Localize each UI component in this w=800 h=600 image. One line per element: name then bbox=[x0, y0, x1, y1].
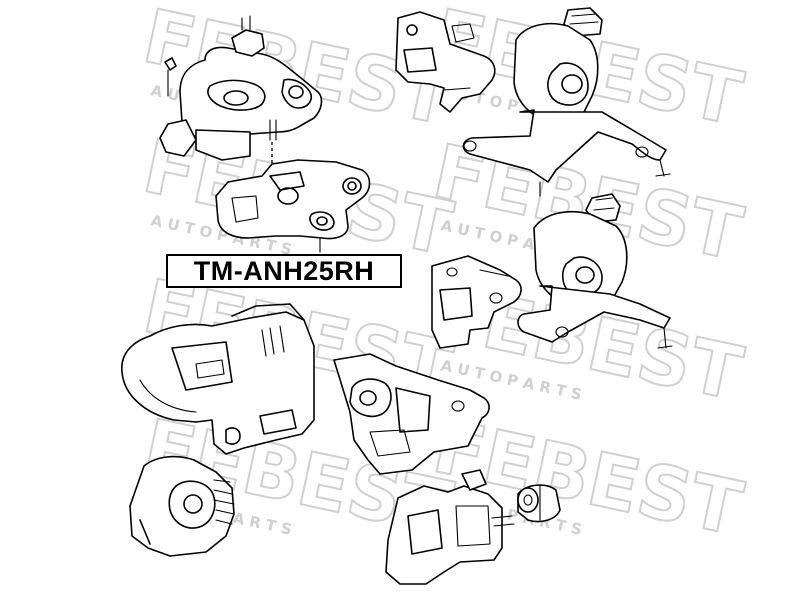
lower-center-bracket bbox=[385, 469, 515, 585]
center-bushing-bracket bbox=[333, 353, 490, 475]
part-number-label: TM-ANH25RH bbox=[166, 254, 402, 288]
lower-left-rubber-mount bbox=[129, 455, 235, 557]
small-bushing bbox=[517, 484, 561, 523]
upper-right-rubber-mount bbox=[462, 7, 671, 197]
upper-middle-bracket bbox=[395, 11, 496, 113]
center-right-bracket bbox=[431, 255, 522, 349]
lower-left-large-bracket bbox=[121, 303, 315, 455]
engine-mount-upper-bracket bbox=[159, 15, 323, 172]
right-middle-rubber-mount bbox=[517, 193, 673, 349]
highlighted-mount-part bbox=[215, 159, 371, 253]
